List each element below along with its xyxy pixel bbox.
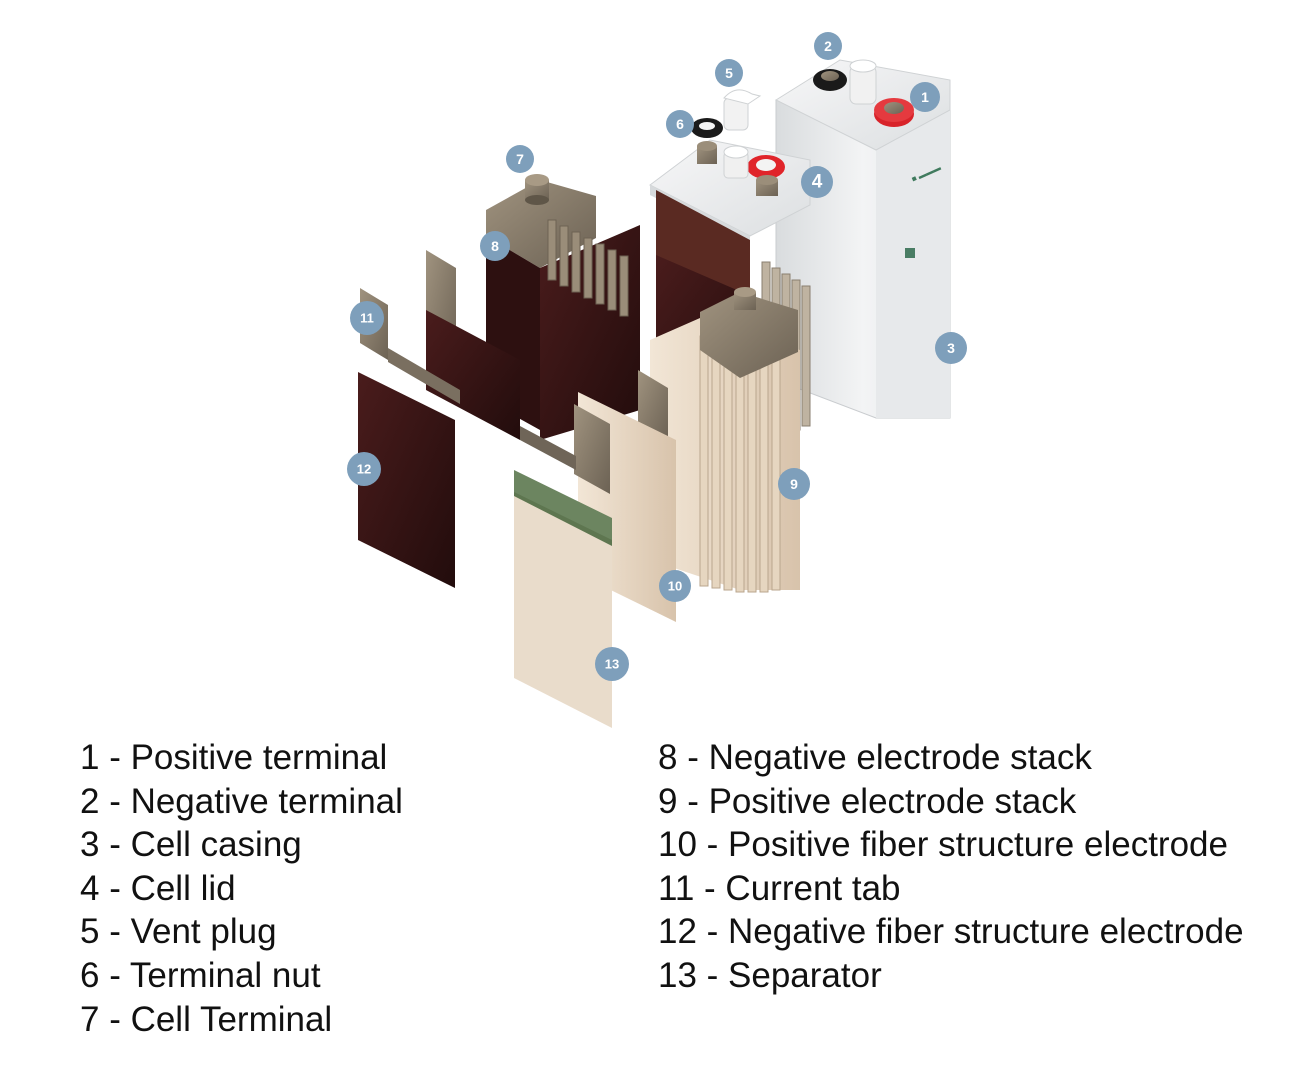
marker-number: 12 xyxy=(357,462,371,477)
positive-stack-terminal xyxy=(734,287,756,310)
marker-6-terminal-nut: 6 xyxy=(666,110,694,138)
legend-item-cell-terminal: 7 - Cell Terminal xyxy=(80,999,333,1039)
legend-item-positive-electrode-stack: 9 - Positive electrode stack xyxy=(658,781,1077,821)
marker-number: 4 xyxy=(812,172,823,193)
legend-item-negative-fiber-structure-electrode: 12 - Negative fiber structure electrode xyxy=(658,912,1244,952)
legend-item-negative-terminal: 2 - Negative terminal xyxy=(80,781,403,821)
marker-badge xyxy=(778,468,810,500)
marker-7-cell-terminal: 7 xyxy=(506,145,534,173)
marker-badge xyxy=(715,59,743,87)
marker-badge xyxy=(506,145,534,173)
marker-number: 13 xyxy=(605,657,619,672)
casing-logo-mark xyxy=(905,248,915,258)
legend-item-cell-lid: 4 - Cell lid xyxy=(80,868,236,908)
marker-badge xyxy=(935,332,967,364)
current-tab-rear xyxy=(426,250,520,440)
marker-badge xyxy=(595,647,629,681)
marker-2-negative-terminal: 2 xyxy=(814,32,842,60)
terminal-nut xyxy=(691,118,723,138)
positive-stack-plates xyxy=(699,335,781,593)
negative-fiber-structure-electrode xyxy=(358,372,455,588)
cell-casing-side xyxy=(876,110,950,418)
marker-number: 5 xyxy=(725,65,733,81)
legend-item-current-tab: 11 - Current tab xyxy=(658,868,901,908)
lid-positive-seal xyxy=(747,155,785,179)
legend-left-column: 1 - Positive terminal 2 - Negative termi… xyxy=(80,736,403,1041)
positive-electrode-stack xyxy=(650,287,800,593)
legend-item-terminal-nut: 6 - Terminal nut xyxy=(80,955,321,995)
separator xyxy=(514,470,612,728)
marker-4-cell-lid: 4 xyxy=(801,166,833,198)
marker-badge xyxy=(350,301,384,335)
marker-number: 8 xyxy=(491,238,499,254)
marker-number: 2 xyxy=(824,38,832,54)
lid-terminal-post-right xyxy=(756,175,778,196)
marker-badge xyxy=(659,570,691,602)
marker-1-positive-terminal: 1 xyxy=(910,82,940,112)
legend-item-separator: 13 - Separator xyxy=(658,955,882,995)
legend-item-cell-casing: 3 - Cell casing xyxy=(80,825,302,865)
marker-11-current-tab: 11 xyxy=(350,301,384,335)
vent-plug-on-casing xyxy=(849,59,877,105)
legend-item-positive-terminal: 1 - Positive terminal xyxy=(80,738,388,777)
marker-badge xyxy=(666,110,694,138)
marker-13-separator: 13 xyxy=(595,647,629,681)
marker-number: 1 xyxy=(921,89,929,105)
marker-number: 7 xyxy=(516,151,524,167)
marker-badge xyxy=(347,452,381,486)
negative-stack-plates xyxy=(547,219,629,317)
marker-badge xyxy=(480,231,510,261)
marker-3-cell-casing: 3 xyxy=(935,332,967,364)
marker-number: 9 xyxy=(790,476,798,492)
cell-terminal xyxy=(525,174,549,205)
marker-number: 10 xyxy=(668,579,682,594)
positive-terminal xyxy=(874,98,914,127)
legend-item-negative-electrode-stack: 8 - Negative electrode stack xyxy=(658,738,1092,777)
marker-badge xyxy=(814,32,842,60)
lid-vent-socket xyxy=(723,145,749,179)
marker-5-vent-plug: 5 xyxy=(715,59,743,87)
vent-plug xyxy=(723,89,762,131)
marker-12-negative-fiber-structure-electrode: 12 xyxy=(347,452,381,486)
legend-item-positive-fiber-structure-electrode: 10 - Positive fiber structure electrode xyxy=(658,825,1228,865)
marker-10-positive-fiber-structure-electrode: 10 xyxy=(659,570,691,602)
marker-number: 6 xyxy=(676,116,684,132)
lid-terminal-post-left xyxy=(697,141,717,164)
marker-number: 11 xyxy=(360,311,374,326)
marker-8-negative-electrode-stack: 8 xyxy=(480,231,510,261)
marker-number: 3 xyxy=(947,340,955,356)
negative-terminal xyxy=(813,69,847,91)
legend-item-vent-plug: 5 - Vent plug xyxy=(80,912,277,952)
marker-badge xyxy=(801,166,833,198)
legend-right-column: 8 - Negative electrode stack 9 - Positiv… xyxy=(658,736,1244,998)
marker-badge xyxy=(910,82,940,112)
battery-cell-exploded-diagram: ■ ▬▬▬ xyxy=(347,32,967,728)
marker-9-positive-electrode-stack: 9 xyxy=(778,468,810,500)
